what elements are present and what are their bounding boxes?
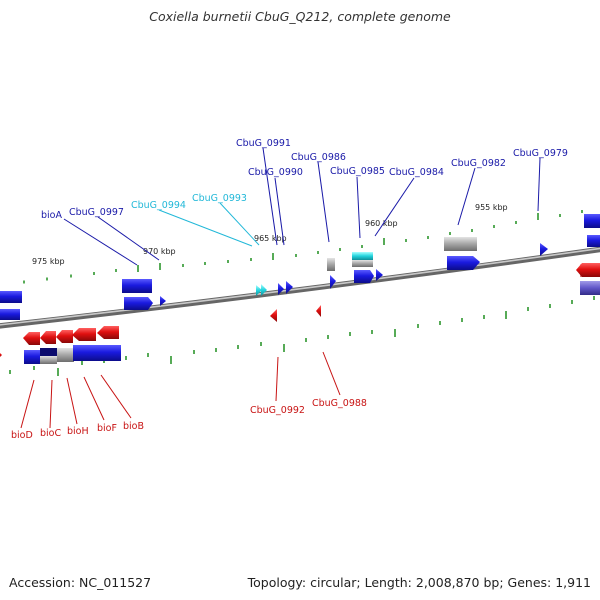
gene-label-CbuG_0990[interactable]: CbuG_0990 bbox=[248, 167, 303, 178]
gene-label-CbuG_0986[interactable]: CbuG_0986 bbox=[291, 152, 346, 163]
forward-label-leaders bbox=[63, 147, 541, 266]
gene-feature-forward-bio-3[interactable] bbox=[73, 345, 121, 361]
gene-label-CbuG_0984[interactable]: CbuG_0984 bbox=[389, 167, 444, 178]
gene-label-bioC[interactable]: bioC bbox=[40, 428, 61, 439]
scale-label-970: 970 kbp bbox=[143, 247, 176, 256]
gene-label-CbuG_0991[interactable]: CbuG_0991 bbox=[236, 138, 291, 149]
gene-label-CbuG_0979[interactable]: CbuG_0979 bbox=[513, 148, 568, 159]
inner-tick-ring bbox=[9, 296, 595, 376]
gene-feature-forward-3[interactable] bbox=[122, 279, 152, 293]
gene-feature-pseudo-bio-2[interactable] bbox=[57, 348, 74, 362]
gene-label-CbuG_0997[interactable]: CbuG_0997 bbox=[69, 207, 124, 218]
gene-label-bioA[interactable]: bioA bbox=[41, 210, 62, 221]
gene-feature-forward-13[interactable] bbox=[447, 256, 480, 270]
scale-label-965: 965 kbp bbox=[254, 234, 287, 243]
genome-backbone-highlight bbox=[0, 247, 600, 326]
gene-feature-forward-11[interactable] bbox=[354, 270, 374, 283]
gene-feature-forward-7[interactable] bbox=[261, 284, 267, 296]
gene-label-CbuG_0993[interactable]: CbuG_0993 bbox=[192, 193, 247, 204]
page-title: Coxiella burnetii CbuG_Q212, complete ge… bbox=[149, 9, 451, 24]
gene-feature-reverse-2[interactable] bbox=[576, 263, 600, 277]
gene-label-CbuG_0988[interactable]: CbuG_0988 bbox=[312, 398, 367, 409]
gene-label-CbuG_0985[interactable]: CbuG_0985 bbox=[330, 166, 385, 177]
gene-feature-forward-bio-2[interactable] bbox=[40, 348, 57, 356]
gene-label-bioB[interactable]: bioB bbox=[123, 421, 144, 432]
gene-feature-reverse-1[interactable] bbox=[0, 351, 2, 359]
gene-feature-pseudo-3[interactable] bbox=[444, 237, 477, 251]
gene-feature-forward-12[interactable] bbox=[376, 269, 383, 281]
accession-label: Accession: NC_011527 bbox=[9, 575, 152, 590]
gene-feature-forward-4[interactable] bbox=[124, 297, 153, 310]
gene-feature-reverse-bioB[interactable] bbox=[97, 326, 119, 339]
gene-feature-forward-1[interactable] bbox=[0, 291, 22, 303]
reverse-label-leaders bbox=[20, 351, 341, 429]
gene-feature-reverse-0992[interactable] bbox=[270, 309, 277, 322]
gene-feature-forward-16[interactable] bbox=[587, 235, 600, 247]
outer-tick-ring bbox=[23, 210, 583, 284]
gene-feature-reverse-bioF[interactable] bbox=[72, 328, 96, 341]
gene-label-CbuG_0992[interactable]: CbuG_0992 bbox=[250, 405, 305, 416]
gene-feature-forward-6[interactable] bbox=[256, 285, 262, 296]
reverse-strand-genes[interactable] bbox=[0, 263, 600, 364]
gene-feature-forward-15[interactable] bbox=[584, 214, 600, 228]
forward-strand-genes[interactable] bbox=[0, 214, 600, 320]
scale-label-960: 960 kbp bbox=[365, 219, 398, 228]
gene-feature-reverse-bioD[interactable] bbox=[23, 332, 40, 345]
gene-label-CbuG_0982[interactable]: CbuG_0982 bbox=[451, 158, 506, 169]
gene-label-bioH[interactable]: bioH bbox=[67, 426, 89, 437]
rna-feature-1[interactable] bbox=[352, 252, 373, 260]
gene-feature-pseudo-1[interactable] bbox=[327, 258, 335, 271]
gene-feature-forward-5[interactable] bbox=[160, 296, 166, 306]
gene-feature-pseudo-2[interactable] bbox=[352, 260, 373, 267]
gene-feature-reverse-0988[interactable] bbox=[316, 305, 321, 317]
gene-feature-reverse-bioC[interactable] bbox=[40, 331, 56, 344]
gene-feature-forward-8[interactable] bbox=[278, 283, 284, 295]
gene-feature-forward-2[interactable] bbox=[0, 309, 20, 320]
gene-label-bioD[interactable]: bioD bbox=[11, 430, 33, 441]
gene-feature-forward-10[interactable] bbox=[330, 275, 336, 289]
scale-label-955: 955 kbp bbox=[475, 203, 508, 212]
gene-label-bioF[interactable]: bioF bbox=[97, 423, 117, 434]
genome-backbone bbox=[0, 246, 600, 329]
gene-feature-forward-14[interactable] bbox=[540, 243, 548, 256]
gene-feature-purple[interactable] bbox=[580, 281, 600, 295]
gene-feature-forward-9[interactable] bbox=[286, 281, 293, 294]
gene-feature-forward-bio-1[interactable] bbox=[24, 350, 41, 364]
gene-feature-reverse-bioH[interactable] bbox=[56, 330, 73, 343]
topology-summary: Topology: circular; Length: 2,008,870 bp… bbox=[247, 575, 591, 590]
gene-feature-pseudo-bio[interactable] bbox=[40, 356, 57, 364]
scale-label-975: 975 kbp bbox=[32, 257, 65, 266]
gene-label-CbuG_0994[interactable]: CbuG_0994 bbox=[131, 200, 186, 211]
